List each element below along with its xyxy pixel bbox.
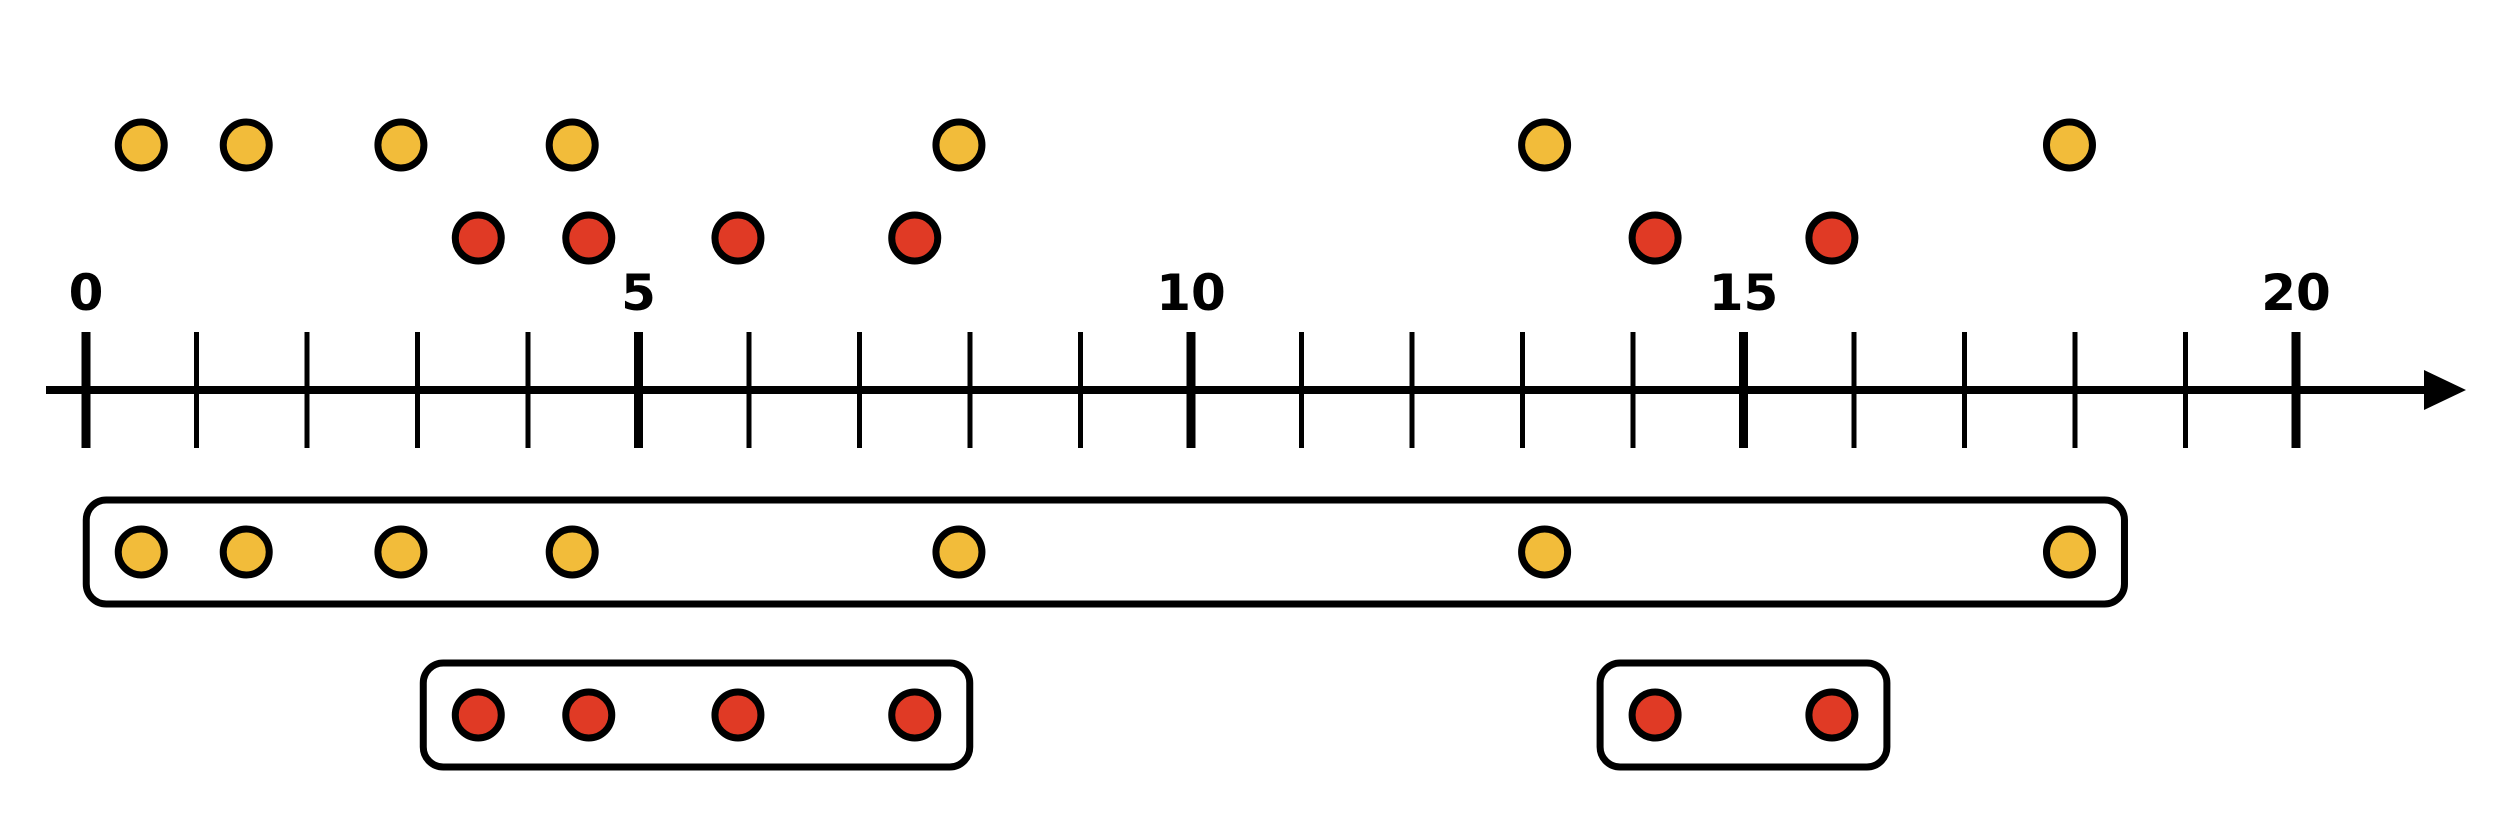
yellow-point (374, 118, 428, 172)
red-point (711, 211, 765, 265)
data-points (114, 118, 2096, 265)
tick-label: 10 (1156, 264, 1226, 322)
red-cluster-point (1805, 688, 1859, 742)
yellow-cluster-point (114, 525, 168, 579)
yellow-point (114, 118, 168, 172)
yellow-point (1518, 118, 1572, 172)
red-point (451, 211, 505, 265)
tick-label: 0 (69, 264, 104, 322)
yellow-point (219, 118, 273, 172)
yellow-cluster-point (1518, 525, 1572, 579)
yellow-cluster-point (932, 525, 986, 579)
cluster-box (82, 496, 2128, 608)
red-point (888, 211, 942, 265)
yellow-cluster-point (2042, 525, 2096, 579)
yellow-point (932, 118, 986, 172)
red-cluster-point (888, 688, 942, 742)
number-line: 0 5 10 15 20 (46, 264, 2466, 448)
yellow-cluster-point (545, 525, 599, 579)
red-cluster-point (711, 688, 765, 742)
red-point (1628, 211, 1682, 265)
red-point (1805, 211, 1859, 265)
axis-arrow-icon (2424, 370, 2466, 410)
red-cluster (419, 659, 974, 771)
red-cluster (1596, 659, 1891, 771)
yellow-point (545, 118, 599, 172)
tick-label: 15 (1709, 264, 1779, 322)
red-cluster-point (1628, 688, 1682, 742)
tick-label: 5 (621, 264, 656, 322)
cluster-box (1596, 659, 1891, 771)
red-cluster-point (451, 688, 505, 742)
red-point (562, 211, 616, 265)
cluster-box (419, 659, 974, 771)
red-cluster-point (562, 688, 616, 742)
yellow-cluster-point (374, 525, 428, 579)
yellow-cluster-point (219, 525, 273, 579)
tick-label: 20 (2261, 264, 2331, 322)
cluster-groups (82, 496, 2128, 771)
yellow-cluster (82, 496, 2128, 608)
yellow-point (2042, 118, 2096, 172)
